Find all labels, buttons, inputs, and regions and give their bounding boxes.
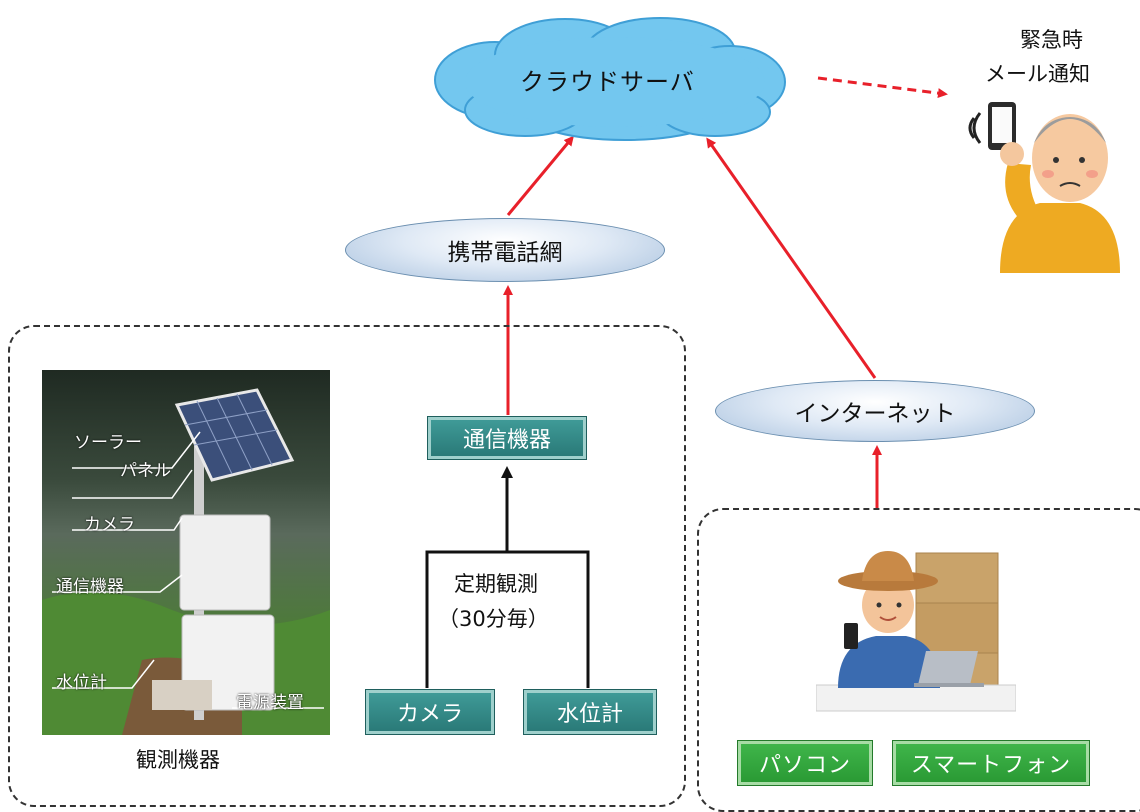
emergency-label-line2: メール通知 <box>985 62 1090 86</box>
observation-equipment-caption: 観測機器 <box>136 748 220 772</box>
periodic-observation-line1: 定期観測 <box>454 572 538 596</box>
photo-label-comm: 通信機器 <box>56 577 124 597</box>
equipment-photo: ソーラー パネル カメラ 通信機器 水位計 電源装置 <box>42 370 330 735</box>
photo-label-solar-2: パネル <box>120 461 171 481</box>
photo-label-solar-1: ソーラー <box>74 433 142 453</box>
cloud-server-label: クラウドサーバ <box>520 68 695 96</box>
smartphone-label: スマートフォン <box>910 753 1072 778</box>
arrow-internet-to-cloud <box>706 137 877 379</box>
pc-label: パソコン <box>758 753 851 778</box>
cloud-server-shape <box>434 17 786 141</box>
internet-node: インターネット <box>715 380 1035 442</box>
water-gauge-box-label: 水位計 <box>556 702 623 727</box>
comm-device-box: 通信機器 <box>427 416 587 460</box>
photo-label-power: 電源装置 <box>236 693 304 713</box>
mobile-network-label: 携帯電話網 <box>447 240 563 266</box>
photo-label-camera: カメラ <box>84 515 135 535</box>
emergency-label-line1: 緊急時 <box>1020 28 1083 52</box>
camera-box-label: カメラ <box>396 702 463 727</box>
person-with-phone-illustration <box>968 102 1120 273</box>
mobile-network-node: 携帯電話網 <box>345 218 665 282</box>
periodic-observation-line2: （30分毎） <box>438 607 549 631</box>
photo-label-water: 水位計 <box>56 673 107 693</box>
smartphone-box: スマートフォン <box>892 740 1090 786</box>
arrow-cloud-to-notify <box>817 76 948 99</box>
farmer-with-smartphone-illustration <box>816 551 1016 712</box>
comm-device-label: 通信機器 <box>462 428 551 453</box>
internet-label: インターネット <box>794 401 956 427</box>
arrow-mobile-to-cloud <box>506 135 574 216</box>
periodic-observation-tree <box>425 490 590 688</box>
camera-box: カメラ <box>365 689 495 735</box>
pc-box: パソコン <box>737 740 873 786</box>
water-gauge-box: 水位計 <box>523 689 657 735</box>
